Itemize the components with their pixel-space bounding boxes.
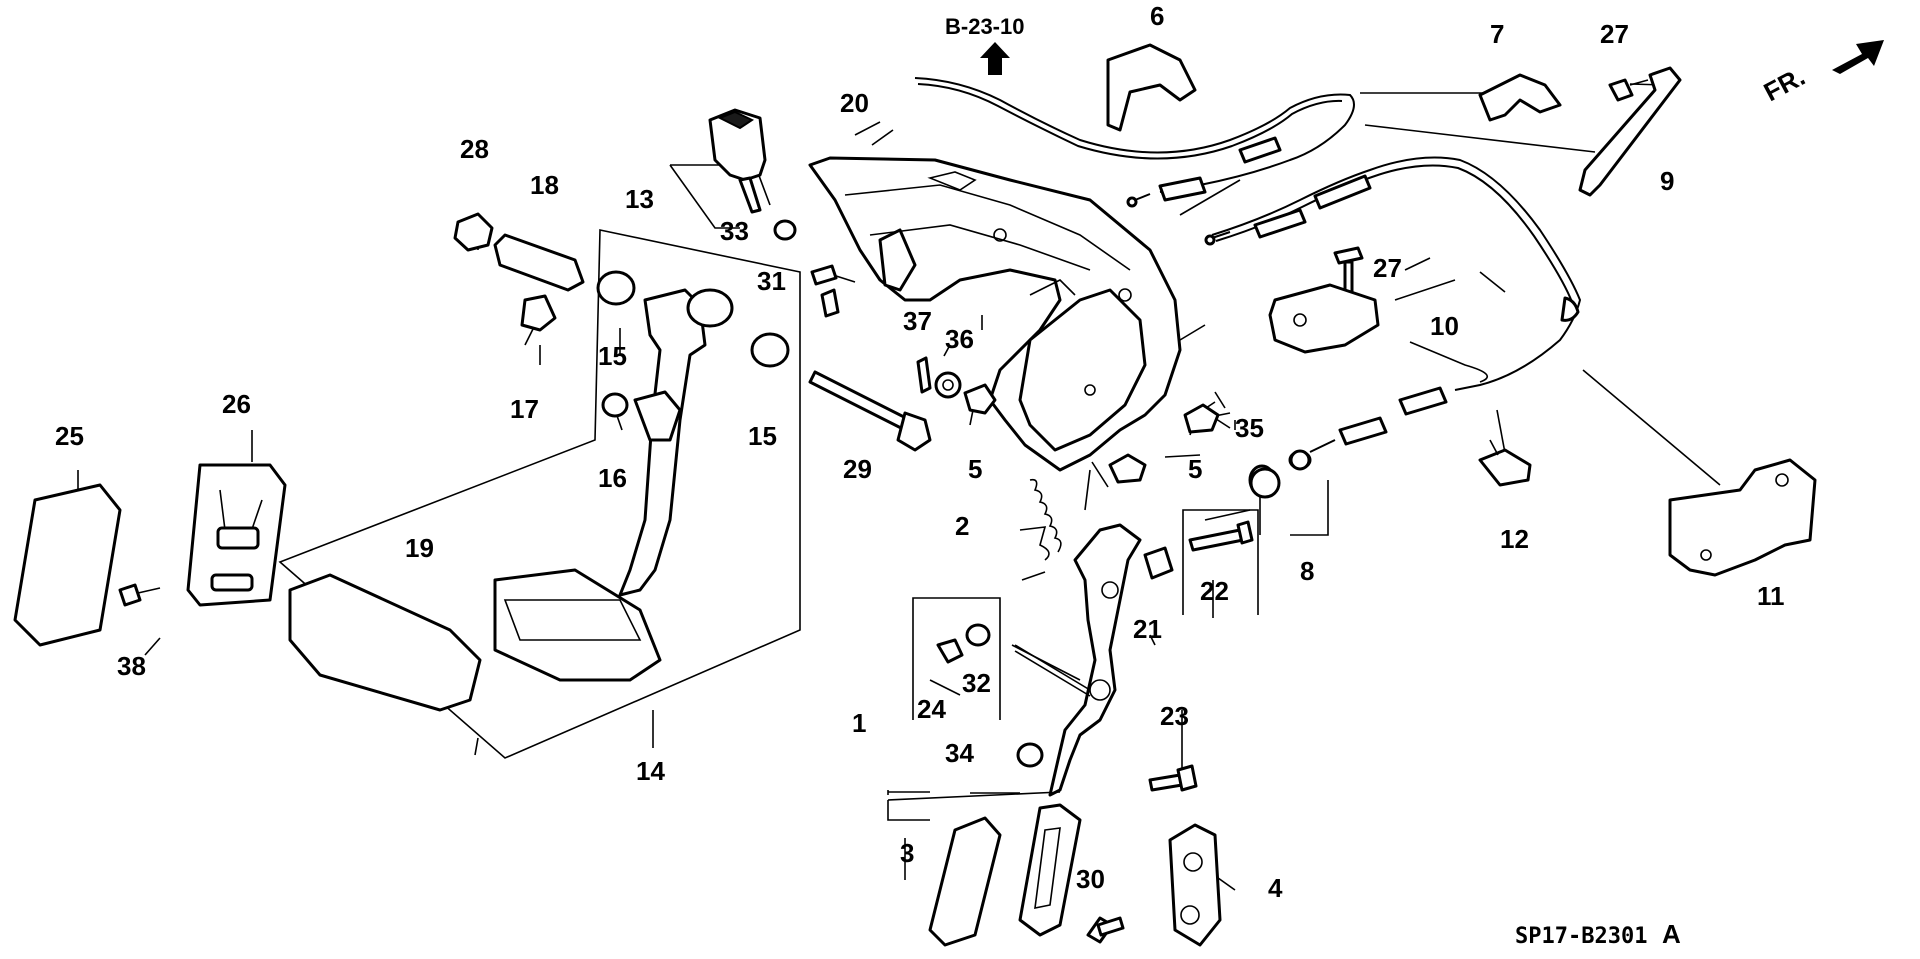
clip-6 — [1106, 43, 1197, 132]
switch-17 — [520, 294, 557, 332]
callout-27a: 27 — [1600, 19, 1629, 49]
clamp-10 — [1268, 283, 1380, 354]
callout-6: 6 — [1150, 1, 1164, 31]
tube-18 — [493, 233, 585, 292]
callout-1: 1 — [852, 708, 866, 738]
callout-15a: 15 — [598, 341, 627, 371]
bushing-5b — [1108, 453, 1147, 484]
accelerator-pad — [928, 803, 1082, 947]
callout-24: 24 — [917, 694, 946, 724]
return-spring — [1029, 478, 1062, 553]
callout-28: 28 — [460, 134, 489, 164]
nut-32 — [965, 623, 991, 647]
pedal-pad-26 — [186, 463, 287, 607]
front-label: FR. — [1759, 61, 1810, 107]
bolt-31 — [810, 264, 840, 318]
callout-30: 30 — [1076, 864, 1105, 894]
callout-3: 3 — [900, 838, 914, 868]
callout-4: 4 — [1268, 873, 1283, 903]
group-frames — [887, 509, 1259, 795]
callout-16: 16 — [598, 463, 627, 493]
callout-8: 8 — [1300, 556, 1314, 586]
bolt-22 — [1188, 520, 1254, 552]
callout-21: 21 — [1133, 614, 1162, 644]
pedal-bracket — [808, 156, 1182, 472]
reference-label: B-23-10 — [945, 14, 1024, 39]
clip-7 — [1478, 73, 1562, 122]
callout-36: 36 — [945, 324, 974, 354]
callout-35: 35 — [1235, 413, 1264, 443]
bolt-38 — [118, 583, 161, 607]
callout-11: 11 — [1757, 581, 1785, 611]
cap-24 — [936, 638, 964, 664]
clip-12 — [1478, 439, 1532, 487]
collar-21 — [1143, 546, 1174, 580]
callout-13: 13 — [625, 184, 654, 214]
nut-34 — [1016, 742, 1044, 768]
callout-32: 32 — [962, 668, 991, 698]
front-direction-indicator: FR. — [1759, 40, 1884, 107]
nut-28 — [453, 212, 494, 252]
callouts: 1 2 3 4 5 5 6 7 8 9 10 11 12 13 14 15 15… — [55, 1, 1785, 903]
callout-38: 38 — [117, 651, 146, 681]
callout-7: 7 — [1490, 19, 1504, 49]
callout-31: 31 — [757, 266, 786, 296]
brake-pedal-group — [278, 229, 801, 759]
callout-2: 2 — [955, 511, 969, 541]
bolt-23 — [1148, 764, 1198, 792]
callout-14: 14 — [636, 756, 665, 786]
control-cable — [1204, 156, 1582, 496]
callout-33: 33 — [720, 216, 749, 246]
callout-19: 19 — [405, 533, 434, 563]
cover-4 — [1168, 823, 1222, 947]
callout-15b: 15 — [748, 421, 777, 451]
callout-18: 18 — [530, 170, 559, 200]
bushing-35 — [1183, 403, 1220, 434]
pedal-bolt-29 — [808, 370, 932, 452]
pedal-pad-25 — [13, 483, 122, 647]
callout-20: 20 — [840, 88, 869, 118]
washer-36 — [934, 371, 962, 399]
callout-34: 34 — [945, 738, 974, 768]
callout-5b: 5 — [1188, 454, 1202, 484]
callout-22: 22 — [1200, 576, 1229, 606]
reference-pointer: B-23-10 — [945, 14, 1024, 75]
callout-25: 25 — [55, 421, 84, 451]
direction-arrow-icon — [1832, 40, 1884, 74]
stop-switch — [708, 108, 797, 241]
callout-27b: 27 — [1373, 253, 1402, 283]
up-arrow-icon — [980, 42, 1010, 75]
drawing-suffix: A — [1662, 919, 1681, 949]
callout-26: 26 — [222, 389, 251, 419]
callout-5a: 5 — [968, 454, 982, 484]
drawing-code: SP17-B2301 A — [1515, 919, 1681, 949]
callout-23: 23 — [1160, 701, 1189, 731]
bracket-11 — [1668, 458, 1817, 577]
rod-linkage — [1011, 644, 1081, 681]
drawing-code-label: SP17-B2301 — [1515, 924, 1647, 949]
pin-37 — [916, 356, 932, 394]
bolt-27b — [1333, 246, 1364, 297]
bolt-30 — [1086, 916, 1125, 944]
callout-17: 17 — [510, 394, 539, 424]
callout-9: 9 — [1660, 166, 1674, 196]
callout-10: 10 — [1430, 311, 1459, 341]
callout-29: 29 — [843, 454, 872, 484]
bushing-5a — [963, 383, 997, 415]
bolt-27a — [1608, 78, 1649, 102]
throttle-cable — [914, 77, 1355, 208]
cable-end-8 — [1249, 449, 1311, 499]
callout-37: 37 — [903, 306, 932, 336]
bracket-9 — [1578, 66, 1682, 197]
callout-12: 12 — [1500, 524, 1529, 554]
